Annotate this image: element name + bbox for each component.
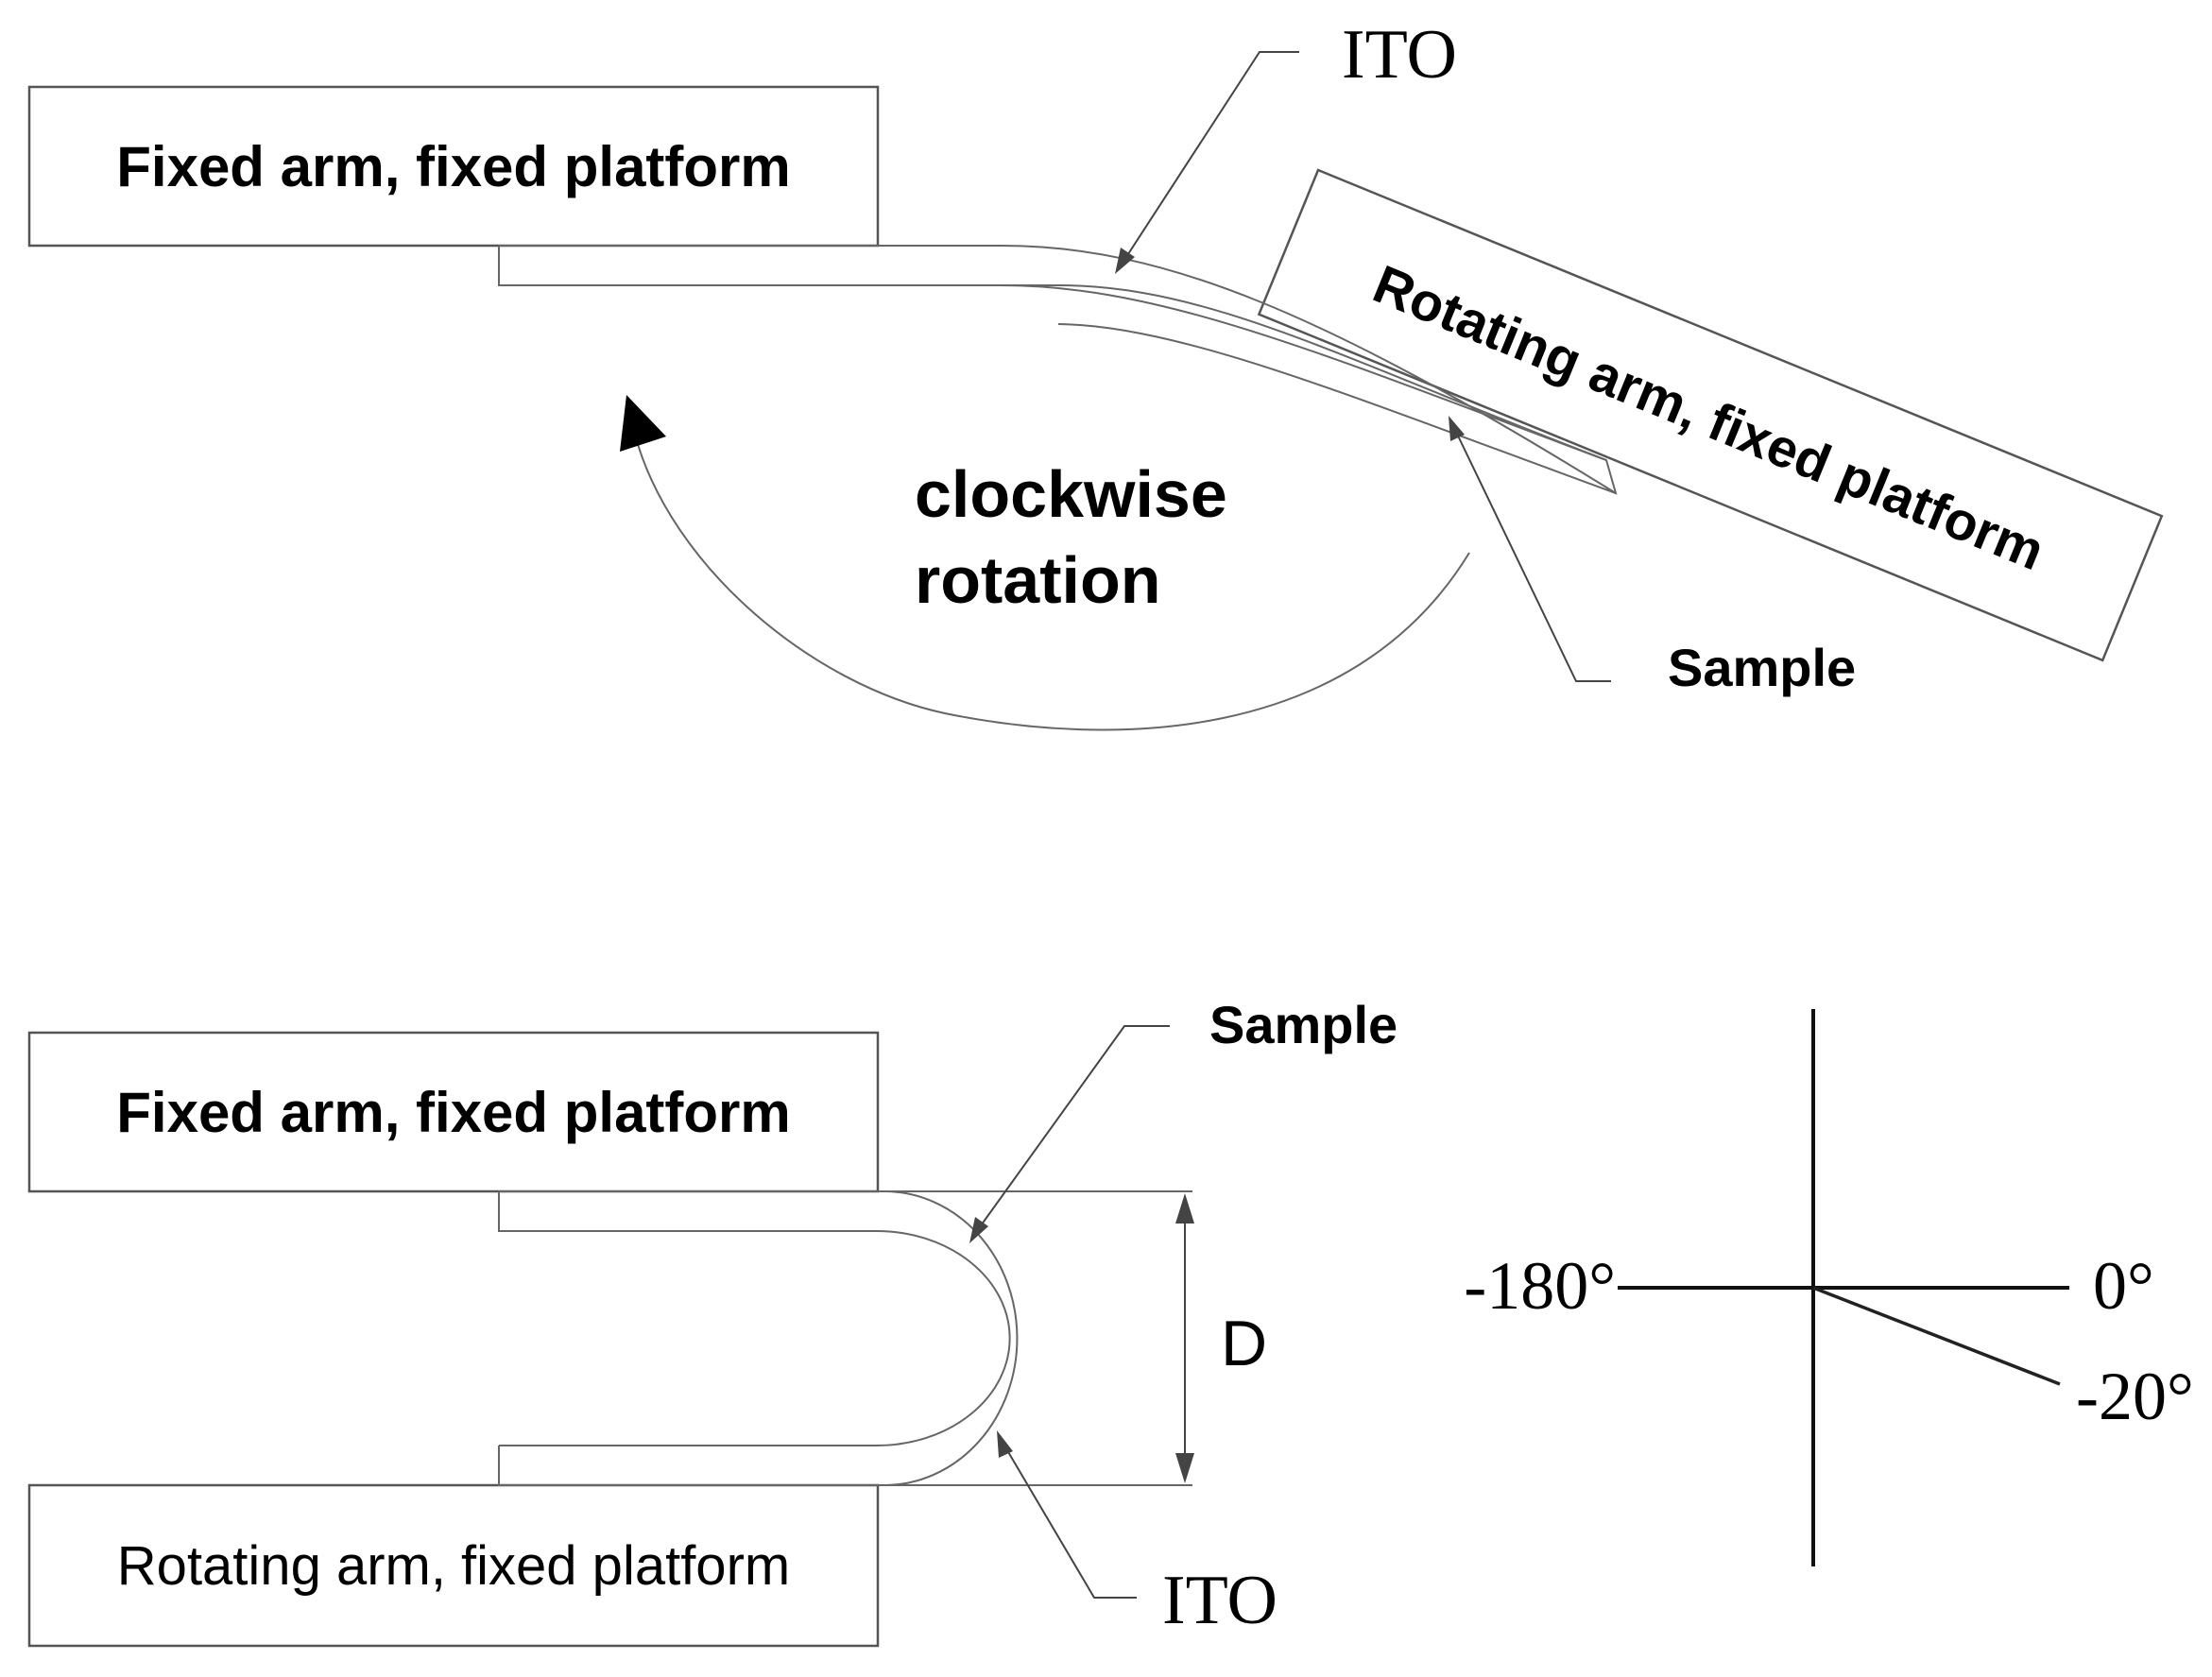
bottom-sample-leader <box>978 1025 1170 1229</box>
bottom-schematic: Fixed arm, fixed platform Rotating arm, … <box>27 995 1398 1648</box>
angle-label-right: 0° <box>2093 1248 2154 1324</box>
angle-label-left: -180° <box>1464 1248 1616 1324</box>
tilted-axis <box>1812 1286 2061 1386</box>
top-ito-label: ITO <box>1342 16 1457 94</box>
distance-arrow-down-icon <box>1175 1453 1194 1483</box>
top-schematic: Fixed arm, fixed platform Rotating arm, … <box>27 16 2164 731</box>
top-rotating-arm-box <box>1257 168 2164 662</box>
bottom-ito-arrowhead <box>997 1430 1013 1458</box>
top-sample-leader <box>1454 429 1611 682</box>
bottom-sample-inner <box>498 1191 1011 1446</box>
bottom-rotating-arm-box <box>27 1483 880 1648</box>
top-sample-strip-lower <box>499 284 1607 461</box>
rotation-arrowhead-icon <box>620 395 666 452</box>
bottom-sample-outer <box>498 1190 1019 1486</box>
distance-arrow-up-icon <box>1175 1193 1194 1224</box>
bottom-fixed-arm-label: Fixed arm, fixed platform <box>116 1081 791 1144</box>
distance-label: D <box>1221 1308 1267 1379</box>
bottom-fixed-arm-box <box>27 1031 880 1193</box>
rotation-label-line2: rotation <box>915 543 1161 617</box>
top-ito-arrowhead <box>1115 248 1135 274</box>
top-fixed-arm-box <box>27 85 880 248</box>
top-sample-arrowhead <box>1449 416 1465 441</box>
bottom-ito-leader <box>1003 1445 1137 1599</box>
top-fixed-arm-label: Fixed arm, fixed platform <box>116 135 791 198</box>
top-sample-strip-upper <box>499 245 1617 494</box>
bottom-rotating-arm-label: Rotating arm, fixed platform <box>117 1535 790 1597</box>
angle-reference: -180° 0° -20° <box>1464 1009 2194 1566</box>
top-ito-leader <box>1123 51 1299 261</box>
top-sample-label: Sample <box>1668 638 1856 697</box>
top-rotating-arm-label: Rotating arm, fixed platform <box>1365 254 2053 583</box>
angle-label-tilted: -20° <box>2076 1359 2194 1434</box>
rotation-label-line1: clockwise <box>915 457 1227 531</box>
bottom-ito-label: ITO <box>1162 1562 1277 1639</box>
rotation-arrow-arc <box>634 434 1470 731</box>
bottom-sample-arrowhead <box>969 1217 988 1243</box>
top-rotating-arm: Rotating arm, fixed platform <box>1257 168 2164 662</box>
bottom-sample-label: Sample <box>1209 995 1398 1054</box>
